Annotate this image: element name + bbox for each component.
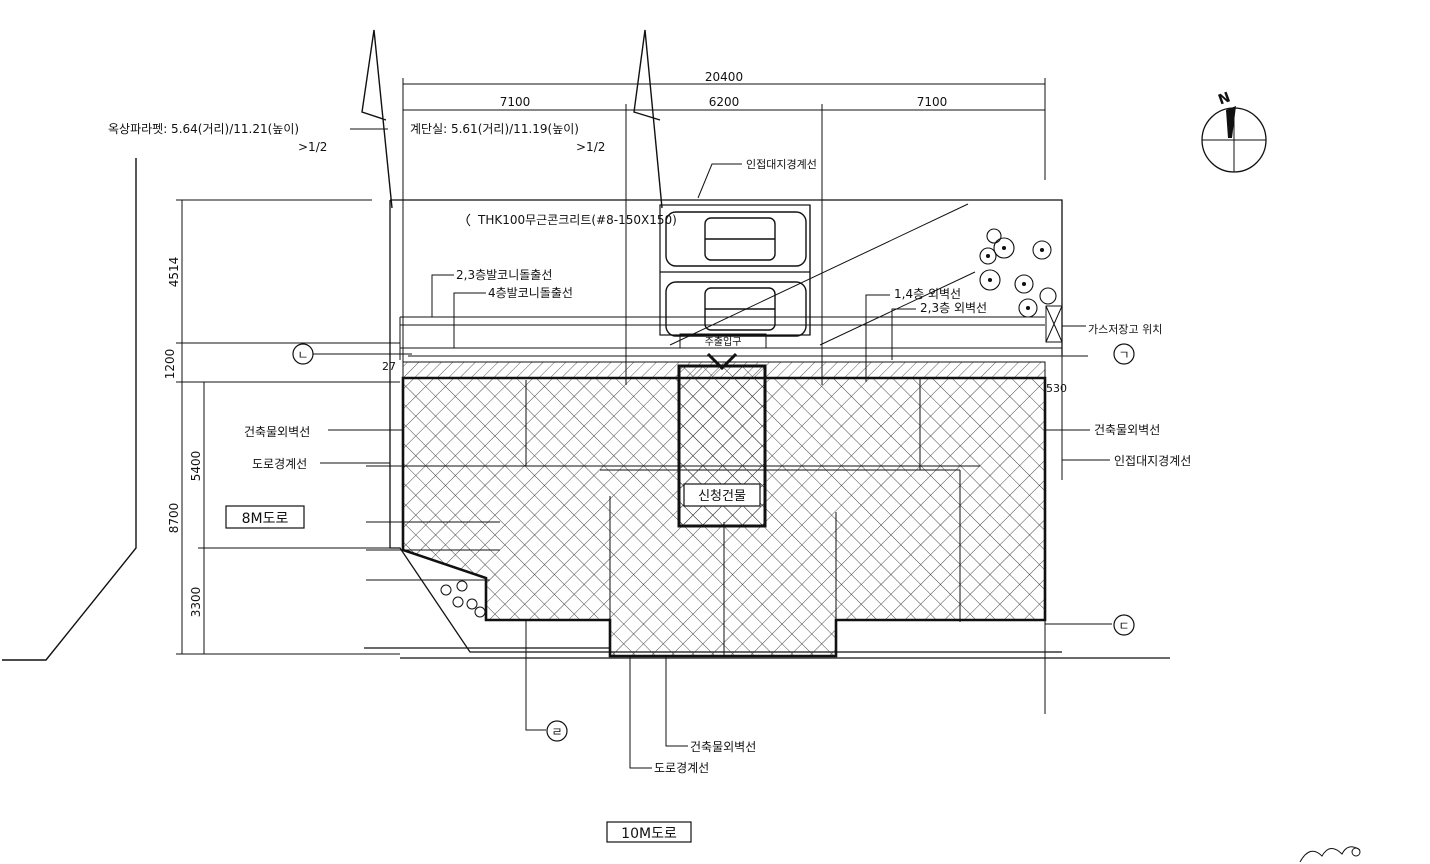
label-road-bottom: 10M도로 (621, 826, 677, 842)
dimension-span-left: 7100 (500, 95, 531, 109)
note-outer-wall-1-4: 1,4층 외벽선 (894, 287, 961, 301)
leader-adjacent-boundary-top (697, 163, 742, 199)
note-road-boundary-bottom: 도로경계선 (654, 761, 709, 775)
setback-triangle-middle (633, 29, 663, 209)
dimension-lines-top (402, 78, 1046, 385)
road-label-box-left (225, 505, 305, 529)
dimension-depth-balcony: 1200 (163, 349, 177, 380)
marker-right: ㄱ (1113, 343, 1135, 365)
setback-triangle-left (361, 29, 393, 209)
bottom-leaders (525, 620, 1112, 769)
leader-outer-wall-1-4 (865, 294, 890, 362)
label-applied-building: 신청건물 (698, 489, 746, 504)
dimension-depth-total: 8700 (167, 503, 181, 534)
diagonal-line-1 (669, 203, 969, 346)
svg-text:ㄴ: ㄴ (297, 348, 308, 362)
leader-balcony-2-3 (431, 274, 454, 317)
parking-area (659, 204, 811, 336)
scribble-mark (1299, 846, 1361, 863)
leader-outer-wall-2-3 (891, 308, 916, 360)
note-gas-storage: 가스저장고 위치 (1088, 323, 1162, 336)
note-building-outer-wall-left: 건축물외벽선 (244, 425, 310, 439)
svg-text:ㄱ: ㄱ (1118, 348, 1129, 362)
dimension-depth-top: 4514 (167, 257, 181, 288)
applied-building-label-box (683, 483, 761, 507)
left-road-edge (2, 158, 137, 661)
note-building-outer-wall-bottom: 건축물외벽선 (690, 740, 756, 754)
entrance-arrow-icon (706, 352, 738, 371)
dimension-offset-right: 530 (1046, 382, 1067, 395)
car-icon-bottom (665, 281, 807, 337)
car-icon-top (665, 211, 807, 267)
dimension-depth-lower: 3300 (189, 587, 203, 618)
marker-left: ㄴ (292, 343, 412, 365)
note-rooftop-parapet: 옥상파라펫: 5.64(거리)/11.21(높이) (108, 122, 299, 136)
note-slab-spec: THK100무근콘크리트(#8-150X150) (477, 213, 677, 227)
dimension-total-width: 20400 (705, 70, 743, 84)
note-adjacent-boundary-right: 인접대지경계선 (1114, 454, 1191, 468)
tree-cluster-right (979, 228, 1057, 318)
note-balcony-4: 4층발코니돌출선 (488, 286, 573, 300)
road-label-box-bottom (606, 821, 692, 843)
gas-storage-cross-icon (1045, 305, 1063, 343)
marker-bottom: ㄹ (546, 720, 568, 742)
dimension-span-right: 7100 (917, 95, 948, 109)
marker-bottom-right: ㄷ (1113, 614, 1135, 636)
label-road-left: 8M도로 (242, 511, 289, 527)
dimension-offset-left: 27 (382, 360, 396, 373)
compass-label: N (1216, 89, 1232, 108)
note-balcony-2-3: 2,3층발코니돌출선 (456, 268, 552, 282)
svg-text:ㄹ: ㄹ (551, 725, 562, 739)
note-stair-room: 계단실: 5.61(거리)/11.19(높이) (410, 122, 579, 136)
note-outer-wall-2-3: 2,3층 외벽선 (920, 301, 987, 315)
note-road-boundary-left: 도로경계선 (252, 457, 307, 471)
note-stair-room-ratio: >1/2 (576, 140, 605, 154)
note-building-outer-wall-right: 건축물외벽선 (1094, 423, 1160, 437)
tree-cluster-left (440, 580, 486, 618)
dimension-lines-left (176, 199, 400, 655)
main-entrance-box (679, 333, 767, 349)
leader-balcony-4 (453, 292, 486, 348)
note-adjacent-boundary-top: 인접대지경계선 (746, 158, 817, 171)
dimension-depth-upper: 5400 (189, 451, 203, 482)
note-rooftop-parapet-ratio: >1/2 (298, 140, 327, 154)
leader-slab-spec (466, 213, 471, 227)
north-arrow-icon: N (1201, 89, 1267, 173)
building-interior-lines (366, 362, 980, 656)
label-main-entrance: 주출입구 (705, 335, 742, 348)
dimension-span-middle: 6200 (709, 95, 740, 109)
svg-text:ㄷ: ㄷ (1118, 619, 1129, 633)
